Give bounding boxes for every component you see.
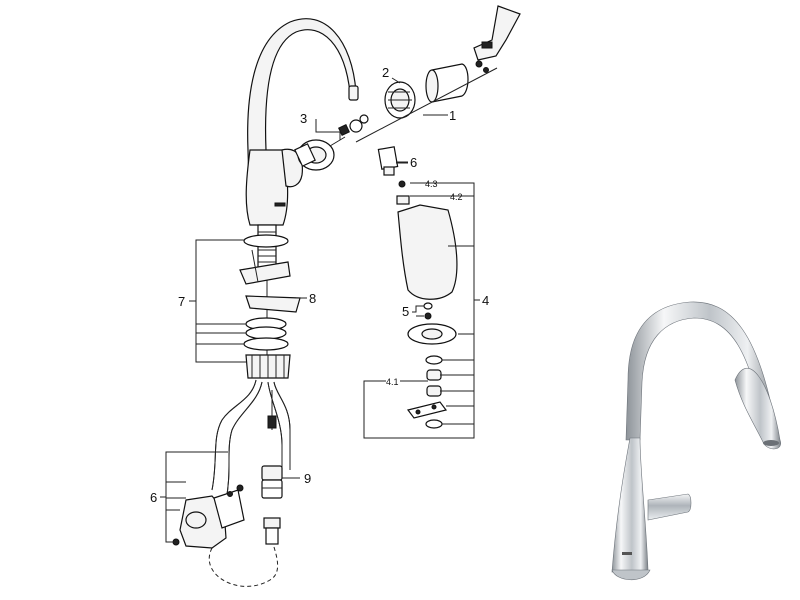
label-part-1: 1 [449, 108, 456, 123]
mounting-parts [239, 234, 301, 379]
faucet-body-drawing [245, 18, 359, 370]
label-part-7: 7 [178, 294, 185, 309]
hose-weight-clamp [172, 484, 245, 549]
aerator-parts [406, 355, 448, 429]
label-part-9: 9 [304, 471, 311, 486]
label-part-8: 8 [309, 291, 316, 306]
label-part-6-clamp: 6 [150, 490, 157, 505]
quick-connector-part [261, 465, 283, 545]
label-part-3: 3 [300, 111, 307, 126]
cartridge-part [294, 114, 369, 171]
part-number-labels: 1 2 3 4 4.1 4.2 4.3 5 6 6 7 8 9 [150, 65, 489, 505]
leader-lines [160, 77, 480, 543]
label-part-5: 5 [402, 304, 409, 319]
handle-assembly-parts [355, 5, 521, 143]
product-image-faucet [611, 301, 782, 581]
supply-hoses [209, 379, 291, 587]
label-part-6-connector: 6 [410, 155, 417, 170]
label-part-2: 2 [382, 65, 389, 80]
label-part-4: 4 [482, 293, 489, 308]
hose-connector-part [377, 146, 408, 176]
label-part-4-2: 4.2 [450, 192, 463, 202]
brand-logo-mark [622, 552, 632, 555]
label-part-4-1: 4.1 [386, 377, 399, 387]
spray-head-part [396, 180, 458, 345]
label-part-4-3: 4.3 [425, 179, 438, 189]
